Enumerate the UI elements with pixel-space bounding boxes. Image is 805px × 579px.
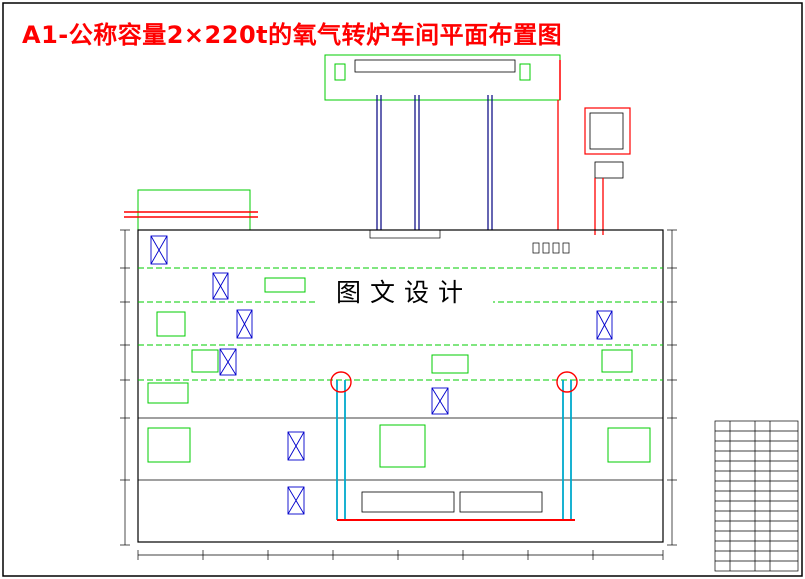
control-boxes [369,229,570,254]
bottom-dimension-ruler [137,550,664,560]
design-stamp: 图文设计 [315,270,493,312]
fixture-markers [150,235,613,515]
title-block [714,420,799,572]
right-auxiliary-building [557,100,631,235]
left-dimension-ruler [120,229,130,546]
crane-rail-columns [376,95,493,230]
right-dimension-ruler [667,229,677,546]
left-scrap-bay [124,189,258,231]
left-transfer-rail [330,371,352,520]
equipment-boxes [147,277,651,468]
ladle-storage-boxes [361,491,543,513]
drawing-title: A1-公称容量2×220t的氧气转炉车间平面布置图 [22,21,563,49]
right-transfer-rail [556,371,578,520]
top-material-bay [324,54,561,101]
